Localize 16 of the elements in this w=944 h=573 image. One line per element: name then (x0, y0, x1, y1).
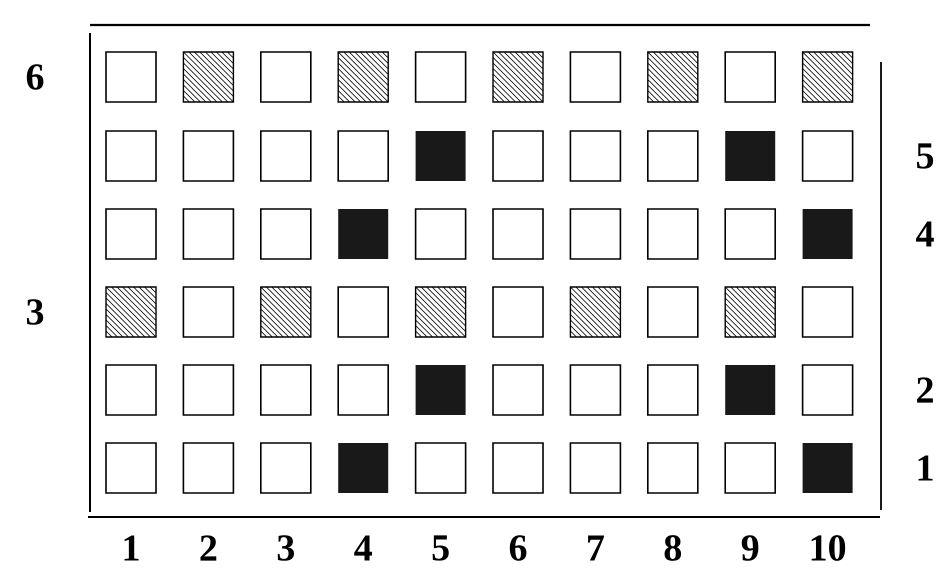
axis-number: 2 (917, 377, 933, 403)
axis-number: 9 (742, 535, 758, 561)
axis-number: 5 (432, 535, 449, 561)
axis-number: 5 (917, 143, 934, 169)
axis-number: 1 (918, 455, 933, 481)
axis-number: 3 (278, 535, 294, 561)
axis-number: 4 (916, 221, 934, 246)
axis-number: 2 (200, 535, 216, 561)
axis-number: 10 (812, 535, 846, 561)
axis-number: 6 (510, 535, 526, 561)
axis-number: 4 (354, 536, 372, 560)
axis-number: 1 (124, 535, 139, 561)
axis-number: 8 (664, 535, 682, 561)
axis-number: 7 (588, 536, 604, 560)
axis-number: 6 (26, 64, 44, 90)
axis-number: 3 (26, 299, 44, 325)
